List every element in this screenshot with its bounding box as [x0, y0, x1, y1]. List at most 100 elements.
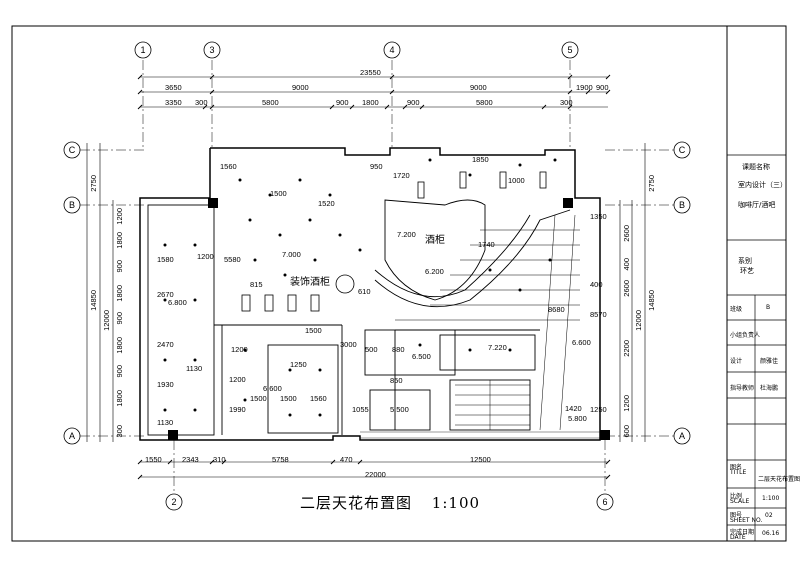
- plan-dim: 950: [370, 162, 383, 171]
- dim-top: 5800: [476, 98, 493, 107]
- dimension-ticks: [137, 74, 611, 480]
- elevation-mark: 6.200: [425, 267, 444, 276]
- plan-dim: 8680: [548, 305, 565, 314]
- axis-bubble-c-right: [673, 141, 691, 159]
- axis-bubble-2: [165, 493, 183, 511]
- plan-dim: 1200: [231, 345, 248, 354]
- dim-right: 2200: [622, 340, 631, 357]
- dim-top: 3650: [165, 83, 182, 92]
- elevation-mark: 7.220: [488, 343, 507, 352]
- plan-dim: 8570: [590, 310, 607, 319]
- plan-dim: 400: [590, 280, 603, 289]
- axis-bubble-4: [383, 41, 401, 59]
- plan-dim: 1580: [157, 255, 174, 264]
- plan-dim: 1130: [157, 418, 174, 427]
- axis-label: 2: [171, 497, 176, 507]
- tb-design-label: 设计: [730, 358, 743, 365]
- plan-dim: 1200: [197, 252, 214, 261]
- dim-left: 2750: [89, 175, 98, 192]
- elevation-mark: 5.500: [390, 405, 409, 414]
- dim-left: 1800: [115, 337, 124, 354]
- axis-bubble-1: [134, 41, 152, 59]
- plan-dim: 1055: [352, 405, 369, 414]
- dim-bottom: 5758: [272, 455, 289, 464]
- plan-dim: 1250: [290, 360, 307, 369]
- plan-dim: 610: [358, 287, 371, 296]
- tb-sheet-label-en: SHEET NO.: [730, 517, 763, 524]
- elevation-mark: 7.200: [397, 230, 416, 239]
- structural-columns: [168, 198, 610, 440]
- plan-dim: 1200: [229, 375, 246, 384]
- tb-dept-value: 环艺: [740, 267, 754, 275]
- tb-drawing-value: 二层天花布置图: [758, 476, 800, 483]
- plan-dim: 5580: [224, 255, 241, 264]
- elevation-mark: 7.000: [282, 250, 301, 259]
- elevation-mark: 6.600: [263, 384, 282, 393]
- dim-right: 400: [622, 258, 631, 271]
- dim-right: 14850: [647, 290, 656, 311]
- dim-bottom: 310: [213, 455, 226, 464]
- dim-left: 1800: [115, 232, 124, 249]
- tb-class-label: 班级: [730, 306, 743, 313]
- tb-scale-value: 1:100: [762, 495, 780, 502]
- tb-scale-label: 比例: [730, 493, 743, 500]
- room-label-bar: 酒柜: [425, 235, 445, 246]
- plan-dim: 1500: [280, 394, 297, 403]
- plan-dim: 1520: [318, 199, 335, 208]
- plan-dim: 880: [392, 345, 405, 354]
- axis-label: C: [679, 145, 686, 155]
- axis-bubble-c-left: [63, 141, 81, 159]
- axis-bubble-b-right: [673, 196, 691, 214]
- plan-dim: 1720: [393, 171, 410, 180]
- plan-dim: 2470: [157, 340, 174, 349]
- dim-top-total: 23550: [360, 68, 381, 77]
- bottom-hatch-band: [360, 431, 600, 439]
- dim-left: 14850: [89, 290, 98, 311]
- dim-right: 600: [622, 425, 631, 438]
- dim-bottom: 470: [340, 455, 353, 464]
- tb-design-value: 颜雅佳: [760, 358, 779, 365]
- axis-label: C: [69, 145, 76, 155]
- axis-label: B: [69, 200, 75, 210]
- dim-top: 1900: [576, 83, 593, 92]
- dim-left: 300: [115, 425, 124, 438]
- dim-left: 900: [115, 312, 124, 325]
- plan-dim: 500: [365, 345, 378, 354]
- plan-dim: 1250: [590, 405, 607, 414]
- axis-label: 5: [567, 45, 572, 55]
- axis-label: 3: [209, 45, 214, 55]
- axis-label: A: [69, 431, 75, 441]
- dim-top: 9000: [292, 83, 309, 92]
- axis-label: 6: [602, 497, 607, 507]
- axis-bubble-5: [561, 41, 579, 59]
- plan-dim: 1560: [310, 394, 327, 403]
- dim-bottom: 1550: [145, 455, 162, 464]
- tb-scale-label-en: SCALE: [730, 498, 750, 505]
- axis-bubble-a-right: [673, 427, 691, 445]
- tb-drawing-label: 图名: [730, 464, 743, 471]
- axis-label: 1: [140, 45, 145, 55]
- dim-left: 900: [115, 260, 124, 273]
- drawing-title: 二层天花布置图 1:100: [300, 492, 480, 513]
- decor-round-element: [335, 274, 355, 294]
- tb-dept-label: 系别: [738, 257, 752, 265]
- tb-project-value: 室内设计（三）: [738, 181, 787, 189]
- elevation-mark: 5.800: [568, 414, 587, 423]
- dim-top: 9000: [470, 83, 487, 92]
- axis-label: 4: [389, 45, 394, 55]
- plan-dim: 1500: [305, 326, 322, 335]
- ceiling-light-fixtures: [163, 158, 557, 417]
- tb-date-label-en: DATE: [730, 534, 746, 541]
- tb-date-value: 06.16: [762, 530, 780, 537]
- dim-right: 2750: [647, 175, 656, 192]
- title-block-grid: [727, 154, 786, 541]
- tb-drawing-label-en: TITLE: [730, 469, 747, 476]
- tb-class-value: B: [766, 304, 771, 311]
- plan-dim: 1000: [508, 176, 525, 185]
- dim-top: 900: [336, 98, 349, 107]
- plan-dim: 1420: [565, 404, 582, 413]
- tb-subject: 咖啡厅/酒吧: [738, 201, 776, 209]
- axis-label: B: [679, 200, 685, 210]
- drawing-scale-text: 1:100: [431, 494, 481, 512]
